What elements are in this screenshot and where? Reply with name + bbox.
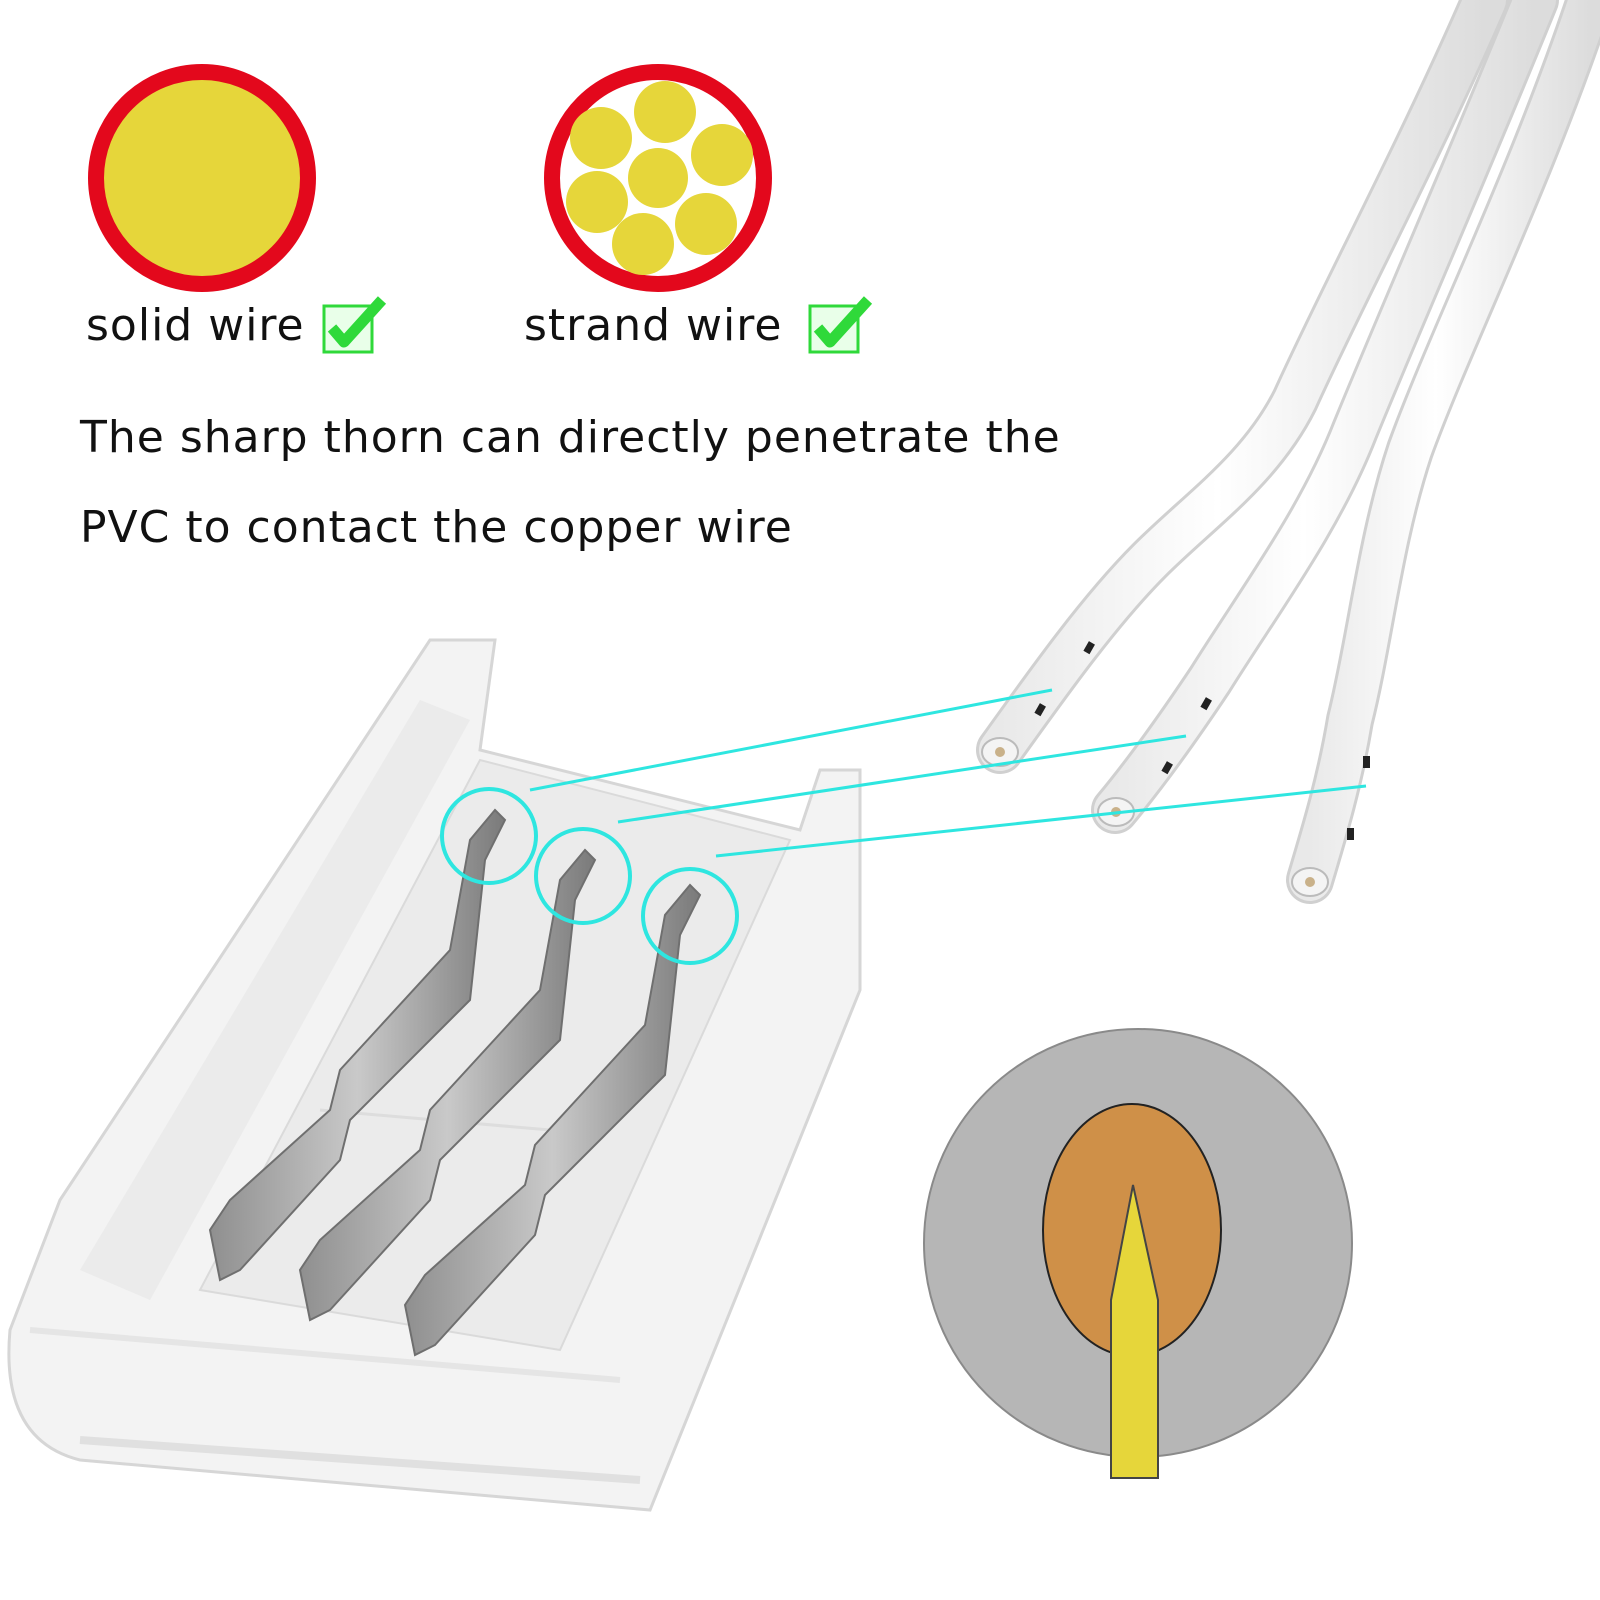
solid-wire-cross-section [88,64,316,292]
callout-circle [534,827,632,925]
description-line-1: The sharp thorn can directly penetrate t… [80,412,1061,463]
callout-line [617,734,1187,824]
strand-core [675,193,737,255]
connector-pins [208,808,702,1357]
callout-line [715,784,1367,858]
strand-core [612,213,674,275]
callout-circle [440,787,538,885]
description-line-2: PVC to contact the copper wire [80,502,793,553]
callout-circle [641,867,739,965]
check-icon [322,296,387,354]
strand-core [628,148,688,208]
callout-line [529,688,1053,792]
strand-core [634,81,696,143]
strand-core [566,171,628,233]
metal-pin [403,883,702,1357]
metal-pin [208,808,507,1282]
strand-wire-cross-section [544,64,772,292]
strand-wire-label: strand wire [524,300,783,351]
connector-body [7,638,862,1512]
callout-lines [440,688,1367,965]
metal-pin [298,848,597,1322]
strand-core [691,124,753,186]
thorn-pin [1110,1184,1159,1479]
three-wire-cable [976,0,1600,904]
solid-insulation-ring [88,64,316,292]
strand-core [570,107,632,169]
pvc-cross-section [923,1028,1353,1479]
check-icon [808,296,873,354]
solid-wire-label: solid wire [86,300,305,351]
